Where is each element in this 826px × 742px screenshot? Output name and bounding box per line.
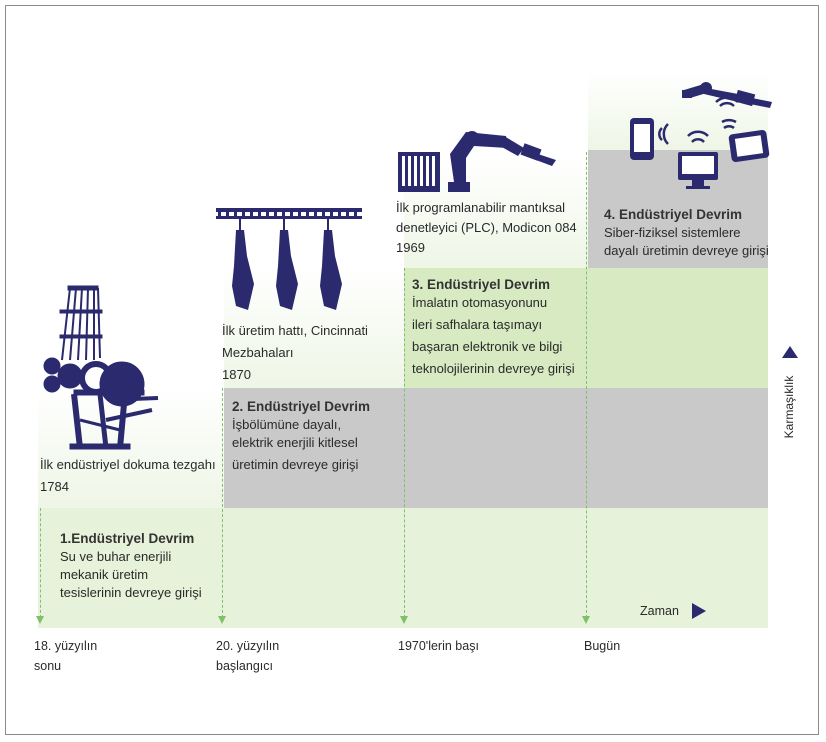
stage-2-title: 2. Endüstriyel Devrim <box>232 399 371 414</box>
time-label-2-line: başlangıcı <box>216 659 273 673</box>
time-label-1: 18. yüzyılın sonu <box>34 636 97 676</box>
stage-4-desc-line: dayalı üretimin devreye girişi <box>604 243 769 258</box>
stage-4-title: 4. Endüstriyel Devrim <box>604 207 743 222</box>
milestone-2-year: 1870 <box>222 367 251 382</box>
robot-arm-plc-icon <box>398 131 556 192</box>
milestone-2: İlk üretim hattı, Cincinnati Mezbahaları… <box>222 320 368 386</box>
stage-2-field <box>224 268 404 388</box>
complexity-axis-label: Karmaşıklık <box>782 375 796 439</box>
stage-4-desc-line: Siber-fiziksel sistemlere <box>604 225 741 240</box>
guide-line-4 <box>586 152 587 618</box>
stage-4-text: 4. Endüstriyel Devrim Siber-fiziksel sis… <box>604 206 769 260</box>
stage-3-desc-line: ileri safhalara taşımayı <box>412 317 543 332</box>
complexity-axis-arrow-icon <box>782 346 798 358</box>
milestone-3-line: İlk programlanabilir mantıksal <box>396 200 566 215</box>
guide-arrow-4 <box>582 616 590 624</box>
stage-3-text: 3. Endüstriyel Devrim İmalatın otomasyon… <box>412 276 575 378</box>
time-label-4-line: Bugün <box>584 639 621 653</box>
stage-3-title: 3. Endüstriyel Devrim <box>412 277 551 292</box>
time-label-1-line: sonu <box>34 659 62 673</box>
time-label-1-line: 18. yüzyılın <box>34 639 98 653</box>
time-label-2-line: 20. yüzyılın <box>216 639 280 653</box>
time-label-2: 20. yüzyılın başlangıcı <box>216 636 279 676</box>
stage-1-desc-line: tesislerinin devreye girişi <box>60 585 202 600</box>
stage-1-desc-line: Su ve buhar enerjili <box>60 549 172 564</box>
time-label-3: 1970'lerin başı <box>398 636 479 656</box>
stage-3-desc-line: İmalatın otomasyonunu <box>412 295 548 310</box>
stage-1-title: 1.Endüstriyel Devrim <box>60 531 195 546</box>
guide-arrow-3 <box>400 616 408 624</box>
stage-2-text: 2. Endüstriyel Devrim İşbölümüne dayalı,… <box>232 398 370 474</box>
stage-3-desc-line: başaran elektronik ve bilgi <box>412 339 563 354</box>
milestone-3-year: 1969 <box>396 240 425 255</box>
stage-2-desc-line: elektrik enerjili kitlesel <box>232 435 358 450</box>
time-axis-arrow-icon <box>692 603 706 619</box>
stage-2-desc-line: İşbölümüne dayalı, <box>232 417 342 432</box>
stage-2-desc-line: üretimin devreye girişi <box>232 457 359 472</box>
guide-line-2 <box>222 388 223 618</box>
stage-2-band <box>224 388 768 508</box>
guide-line-1 <box>40 508 41 618</box>
time-axis-label: Zaman <box>640 604 679 618</box>
figure-frame <box>5 5 819 735</box>
stage-fade-upper <box>38 72 768 92</box>
milestone-1: İlk endüstriyel dokuma tezgahı 1784 <box>40 454 216 498</box>
milestone-1-line: İlk endüstriyel dokuma tezgahı <box>40 457 216 472</box>
milestone-2-line: İlk üretim hattı, Cincinnati <box>222 323 368 338</box>
time-label-3-line: 1970'lerin başı <box>398 639 479 653</box>
guide-line-3 <box>404 268 405 618</box>
stage-3-desc-line: teknolojilerinin devreye girişi <box>412 361 575 376</box>
milestone-2-line: Mezbahaları <box>222 345 294 360</box>
stage-1-band <box>38 508 768 628</box>
guide-arrow-2 <box>218 616 226 624</box>
stage-1-field <box>38 388 224 508</box>
milestone-3-line: denetleyici (PLC), Modicon 084 <box>396 220 577 235</box>
stage-1-text: 1.Endüstriyel Devrim Su ve buhar enerjil… <box>60 530 202 602</box>
milestone-1-year: 1784 <box>40 479 69 494</box>
guide-arrow-1 <box>36 616 44 624</box>
time-label-4: Bugün <box>584 636 620 656</box>
stage-1-desc-line: mekanik üretim <box>60 567 149 582</box>
production-line-icon <box>216 208 362 310</box>
loom-icon <box>43 285 159 450</box>
milestone-3: İlk programlanabilir mantıksal denetleyi… <box>396 198 577 258</box>
cyber-physical-devices-icon <box>630 82 772 189</box>
